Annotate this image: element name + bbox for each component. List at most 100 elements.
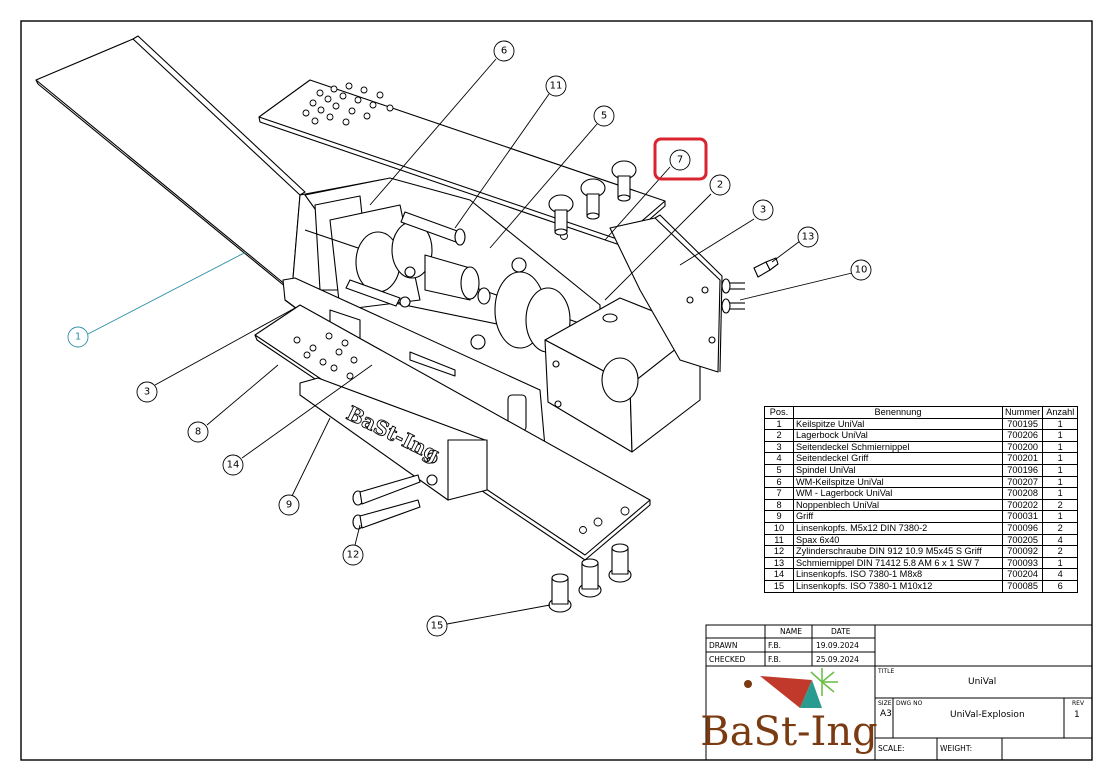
side-plate-right: [609, 214, 723, 373]
drawn-label: DRAWN: [709, 641, 738, 650]
bom-pos: 7: [764, 487, 794, 500]
bom-qty: 1: [1042, 417, 1079, 431]
bom-name: Schmiernippel DIN 71412 5.8 AM 6 x 1 SW …: [793, 556, 1003, 570]
sheet-border: [20, 20, 1093, 761]
bom-qty: 4: [1042, 568, 1079, 581]
drawing-title: UniVal: [968, 677, 997, 687]
bom-name: Seitendeckel Schmiernippel: [793, 440, 1003, 454]
balloon-1: 1: [75, 332, 81, 343]
bom-header-row: Pos. Benennung Nummer Anzahl: [764, 406, 1079, 419]
size-label: SIZE: [878, 700, 892, 707]
checked-date: 25.09.2024: [816, 655, 859, 664]
bom-pos: 3: [764, 440, 794, 454]
bom-qty: 1: [1042, 510, 1079, 523]
balloon-12: 12: [347, 550, 360, 561]
bom-pos: 1: [764, 417, 794, 431]
bom-pos: 10: [764, 521, 794, 535]
bom-name: Keilspitze UniVal: [793, 417, 1003, 431]
bom-number: 700031: [1001, 510, 1044, 523]
title-label: TITLE: [878, 668, 895, 675]
weight-label: WEIGHT:: [940, 744, 973, 753]
bom-qty: 6: [1042, 579, 1079, 593]
balloon-3-left: 3: [144, 387, 150, 398]
bom-header-name: Benennung: [793, 406, 1003, 419]
logo-sunburst-icon: [810, 668, 838, 696]
bom-name: Zylinderschraube DIN 912 10.9 M5x45 S Gr…: [793, 545, 1003, 558]
bom-qty: 4: [1042, 533, 1079, 547]
balloon-2: 2: [717, 180, 723, 191]
bom-number: 700204: [1001, 568, 1044, 581]
checked-name: F.B.: [768, 655, 782, 664]
balloon-5: 5: [601, 111, 607, 122]
bom-number: 700206: [1001, 429, 1044, 442]
bom-name: Griff: [793, 510, 1003, 523]
logo-text: BaSt-Ing: [700, 709, 877, 755]
balloon-7: 7: [677, 155, 683, 166]
bom-qty: 1: [1042, 463, 1079, 477]
bom-pos: 6: [764, 475, 794, 489]
balloon-callouts: [67, 40, 872, 637]
right-fasteners: [721, 257, 779, 314]
dwg-no-label: DWG NO: [896, 700, 923, 707]
bom-pos: 15: [764, 579, 794, 593]
rev-label: REV: [1072, 700, 1085, 707]
balloon-6: 6: [501, 46, 507, 57]
bom-qty: 2: [1042, 521, 1079, 535]
bom-number: 700208: [1001, 487, 1044, 500]
bom-name: Spax 6x40: [793, 533, 1003, 547]
balloon-11: 11: [550, 81, 563, 92]
bom-name: Lagerbock UniVal: [793, 429, 1003, 442]
bom-name: Noppenblech UniVal: [793, 498, 1003, 512]
bom-pos: 11: [764, 533, 794, 547]
bom-name: WM-Keilspitze UniVal: [793, 475, 1003, 489]
bom-pos: 5: [764, 463, 794, 477]
revision: 1: [1074, 710, 1080, 720]
scale-label: SCALE:: [878, 744, 905, 753]
bast-ing-logo: BaSt-Ing: [700, 668, 878, 755]
bom-header-number: Nummer: [1001, 406, 1044, 419]
bom-name: Spindel UniVal: [793, 463, 1003, 477]
bom-header-pos: Pos.: [764, 406, 794, 419]
balloon-10: 10: [855, 265, 868, 276]
bom-pos: 8: [764, 498, 794, 512]
bom-number: 700093: [1001, 556, 1044, 570]
bom-number: 700196: [1001, 463, 1044, 477]
bom-name: Linsenkopfs. M5x12 DIN 7380-2: [793, 521, 1003, 535]
top-button-screws: [548, 160, 637, 236]
bom-qty: 2: [1042, 545, 1079, 558]
bom-number: 700201: [1001, 452, 1044, 465]
title-block-frame: [705, 624, 1093, 761]
drawn-name: F.B.: [768, 641, 782, 650]
bom-pos: 14: [764, 568, 794, 581]
drawing-number: UniVal-Explosion: [950, 710, 1025, 720]
balloon-9: 9: [286, 500, 292, 511]
logo-dot: [744, 680, 752, 688]
highlight-box: [653, 137, 708, 181]
logo-red-shape: [760, 676, 812, 708]
bom-name: Linsenkopfs. ISO 7380-1 M10x12: [793, 579, 1003, 593]
bom-qty: 1: [1042, 475, 1079, 489]
bom-qty: 1: [1042, 429, 1079, 442]
logo-teal-shape: [800, 680, 822, 708]
balloon-13: 13: [802, 232, 815, 243]
bom-header-qty: Anzahl: [1042, 406, 1079, 419]
sheet-size: A3: [880, 709, 892, 719]
bom-number: 700207: [1001, 475, 1044, 489]
bom-qty: 2: [1042, 498, 1079, 512]
bom-qty: 1: [1042, 440, 1079, 454]
bom-number: 700092: [1001, 545, 1044, 558]
